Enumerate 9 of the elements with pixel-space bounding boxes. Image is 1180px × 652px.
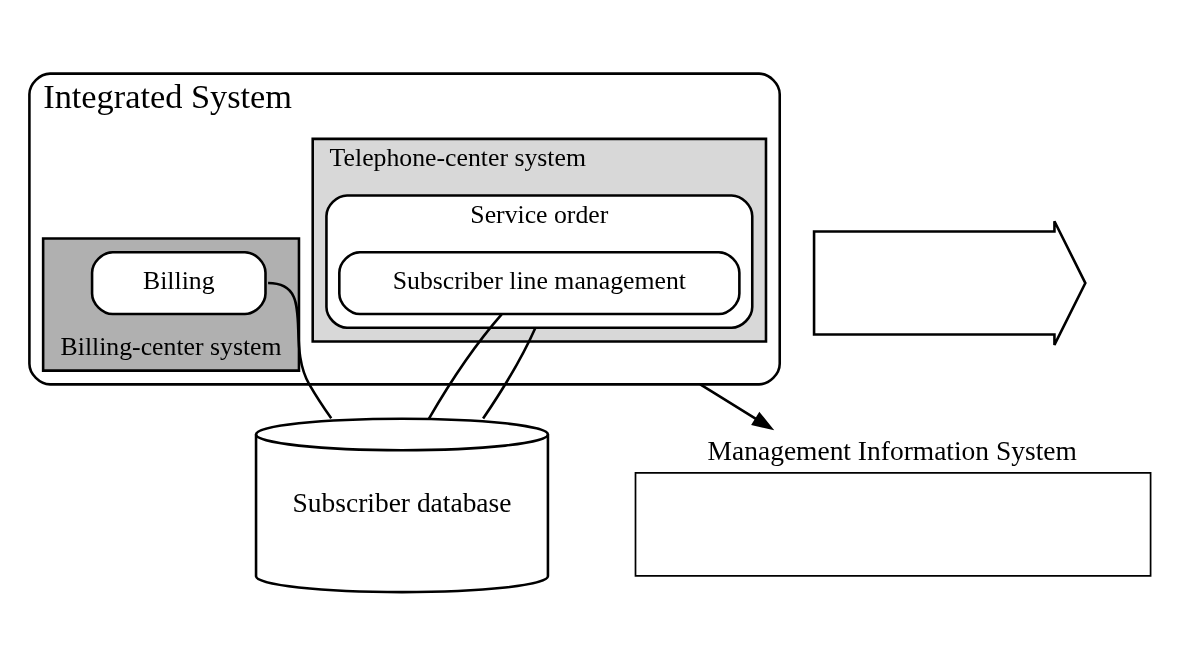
node-box: Subscriber line management (338, 250, 741, 316)
node-box (634, 471, 1152, 577)
connector (267, 281, 333, 420)
node-box: Billing (90, 250, 267, 316)
connector (482, 327, 537, 420)
node-label: Management Information System (707, 436, 1077, 467)
node-arrow (812, 219, 1087, 347)
connector (427, 313, 503, 420)
arrow (699, 383, 775, 431)
